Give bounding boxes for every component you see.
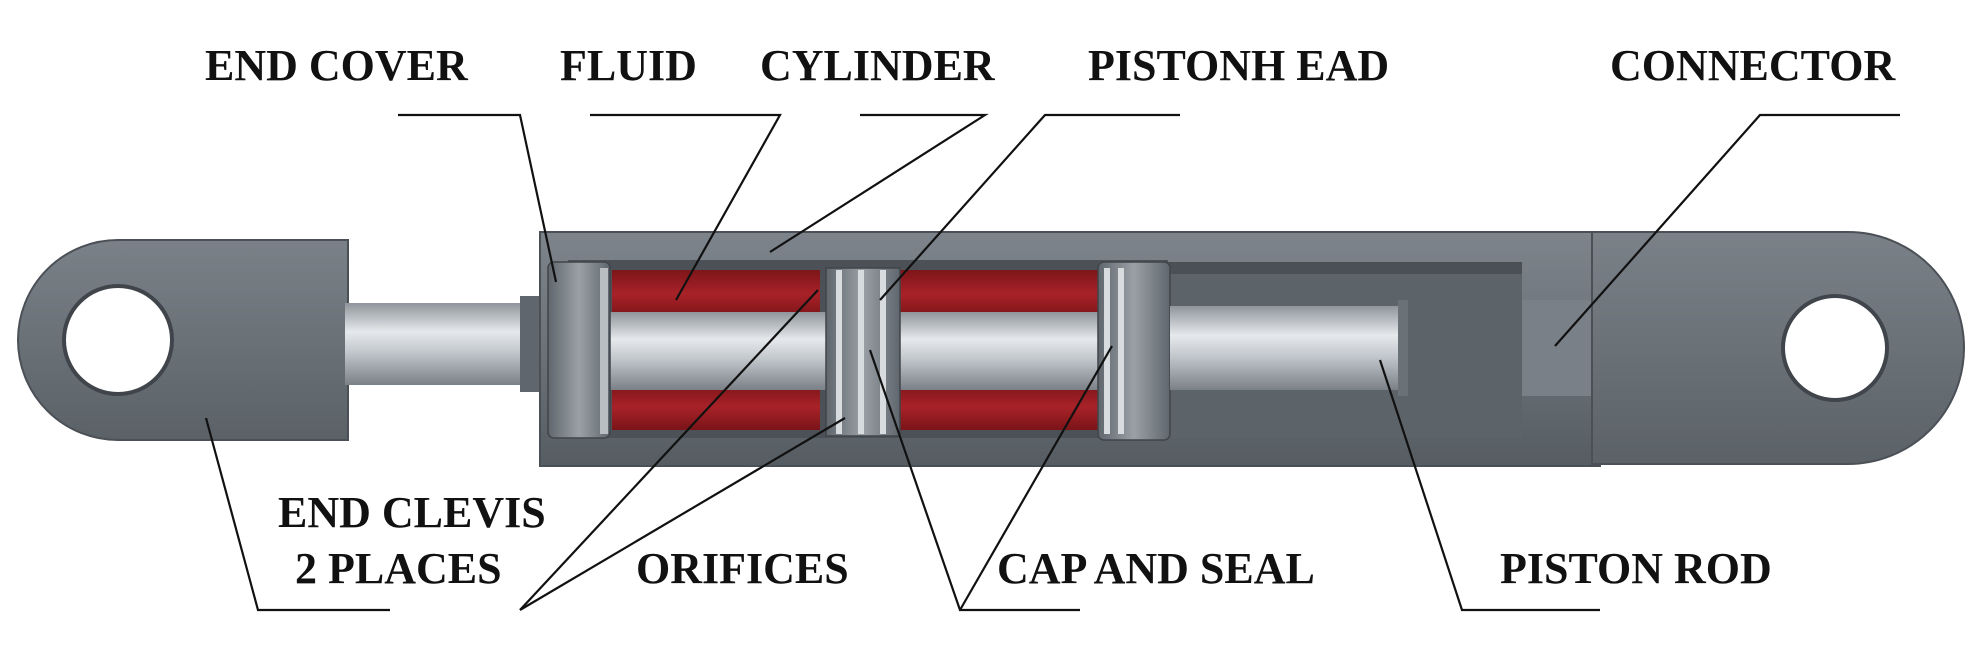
piston-head [825,267,901,437]
left-rod [345,303,540,385]
label-cap-and-seal: CAP AND SEAL [997,544,1315,593]
leader-fluid [590,113,782,301]
end-cover [547,261,611,439]
labels: END COVER FLUID CYLINDER PISTONH EAD CON… [205,41,1896,593]
label-piston-head: PISTONH EAD [1088,41,1389,90]
label-end-clevis-line2: 2 PLACES [295,544,502,593]
right-end-clevis [1591,231,1965,465]
leader-cap-seal-2 [959,345,1113,611]
label-fluid: FLUID [560,41,697,90]
leader-piston-head [879,113,1180,301]
left-end-clevis [17,239,349,441]
label-cylinder: CYLINDER [760,41,996,90]
leader-piston-rod [1378,359,1600,612]
fluid [612,270,1100,430]
leader-cylinder [769,113,989,253]
label-end-clevis-line1: END CLEVIS [278,488,546,537]
connector [1522,300,1592,396]
leader-connector [1554,113,1900,347]
label-end-cover: END COVER [205,41,469,90]
leader-lines [204,113,1900,612]
piston-rod [1170,306,1400,390]
cap-and-seal [1097,261,1171,441]
leader-end-clevis [204,417,390,612]
label-piston-rod: PISTON ROD [1500,544,1772,593]
label-orifices: ORIFICES [636,544,849,593]
leader-orifices-1 [519,289,819,611]
leader-end-cover [398,113,558,283]
label-connector: CONNECTOR [1610,41,1896,90]
leader-orifices-2 [519,417,846,611]
